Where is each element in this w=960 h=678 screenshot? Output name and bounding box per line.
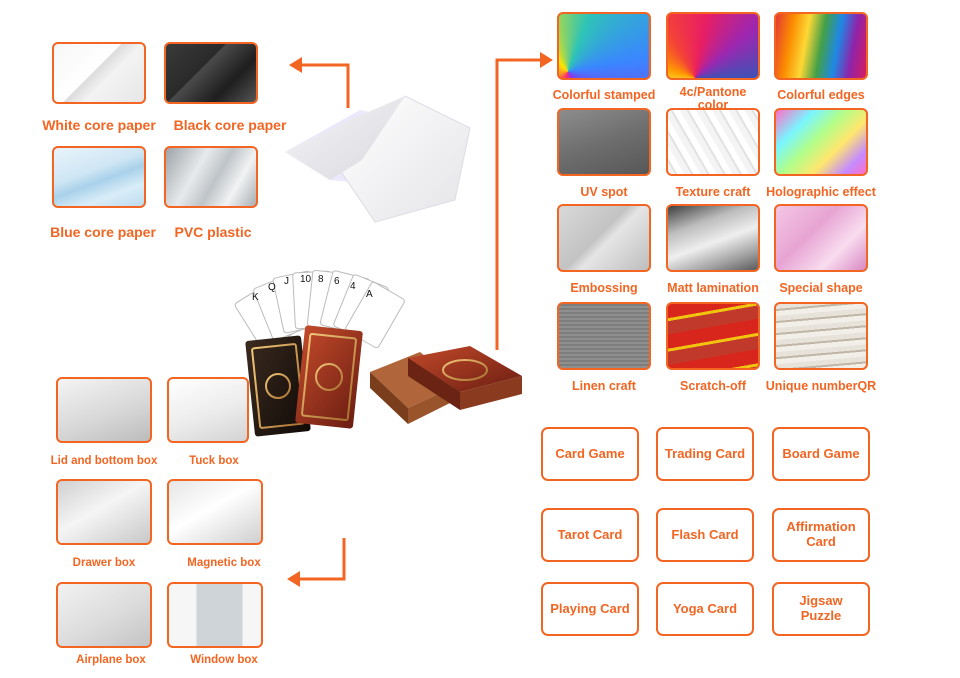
svg-text:J: J xyxy=(284,276,289,287)
texture-craft-image xyxy=(666,108,760,176)
embossing-image xyxy=(557,204,651,272)
arrow-to-finishes xyxy=(495,58,545,350)
airplane-box-image xyxy=(56,582,152,648)
finish-label: Holographic effect xyxy=(766,185,876,199)
finish-label: Matt lamination xyxy=(667,281,759,295)
application-flash-card[interactable]: Flash Card xyxy=(656,508,754,562)
magnetic-box-image xyxy=(167,479,263,545)
unique-number-qr-image xyxy=(774,302,868,370)
svg-text:K: K xyxy=(252,292,259,303)
application-trading-card[interactable]: Trading Card xyxy=(656,427,754,481)
finish-label: Linen craft xyxy=(572,379,636,393)
arrow-head-boxes xyxy=(287,571,300,587)
arrow-head-finishes xyxy=(540,52,553,68)
window-box-image xyxy=(167,582,263,648)
arrow-to-materials xyxy=(300,63,350,108)
finish-label: Scratch-off xyxy=(680,379,746,393)
arrow-head-materials xyxy=(289,57,302,73)
box-label: Tuck box xyxy=(189,455,239,467)
lid-and-bottom-box-image xyxy=(56,377,152,443)
finish-label: UV spot xyxy=(580,185,628,199)
box-label: Lid and bottom box xyxy=(50,455,158,467)
box-label: Drawer box xyxy=(72,557,136,569)
svg-text:6: 6 xyxy=(334,276,340,287)
material-label: Black core paper xyxy=(173,117,287,133)
colorful-stamped-image xyxy=(557,12,651,80)
linen-craft-image xyxy=(557,302,651,370)
material-label: PVC plastic xyxy=(174,224,252,240)
pvc-plastic-image xyxy=(164,146,258,208)
uv-spot-image xyxy=(557,108,651,176)
svg-text:Q: Q xyxy=(268,282,276,293)
arrow-to-boxes xyxy=(298,538,346,581)
finish-label: Colorful edges xyxy=(777,88,865,102)
application-yoga-card[interactable]: Yoga Card xyxy=(656,582,754,636)
pantone-color-image xyxy=(666,12,760,80)
material-label: White core paper xyxy=(42,117,156,133)
svg-text:8: 8 xyxy=(318,274,324,285)
blue-core-paper-image xyxy=(52,146,146,208)
box-label: Magnetic box xyxy=(187,557,261,569)
black-core-paper-image xyxy=(164,42,258,104)
application-board-game[interactable]: Board Game xyxy=(772,427,870,481)
application-affirmation-card[interactable]: Affirmation Card xyxy=(772,508,870,562)
colorful-edges-image xyxy=(774,12,868,80)
white-core-paper-image xyxy=(52,42,146,104)
box-label: Airplane box xyxy=(76,654,146,666)
special-shape-image xyxy=(774,204,868,272)
application-tarot-card[interactable]: Tarot Card xyxy=(541,508,639,562)
matt-lamination-image xyxy=(666,204,760,272)
scratch-off-image xyxy=(666,302,760,370)
svg-text:4: 4 xyxy=(350,281,356,292)
svg-text:A: A xyxy=(366,289,373,300)
application-playing-card[interactable]: Playing Card xyxy=(541,582,639,636)
finish-label: Unique numberQR xyxy=(765,379,877,393)
tuck-box-image xyxy=(167,377,249,443)
finish-label: Texture craft xyxy=(675,185,751,199)
finish-label: Special shape xyxy=(779,281,863,295)
drawer-box-image xyxy=(56,479,152,545)
box-label: Window box xyxy=(190,654,258,666)
application-jigsaw-puzzle[interactable]: Jigsaw Puzzle xyxy=(772,582,870,636)
holographic-effect-image xyxy=(774,108,868,176)
application-card-game[interactable]: Card Game xyxy=(541,427,639,481)
material-label: Blue core paper xyxy=(50,224,156,240)
svg-text:10: 10 xyxy=(300,274,312,285)
finish-label: Colorful stamped xyxy=(552,88,656,102)
finish-label: Embossing xyxy=(570,281,638,295)
